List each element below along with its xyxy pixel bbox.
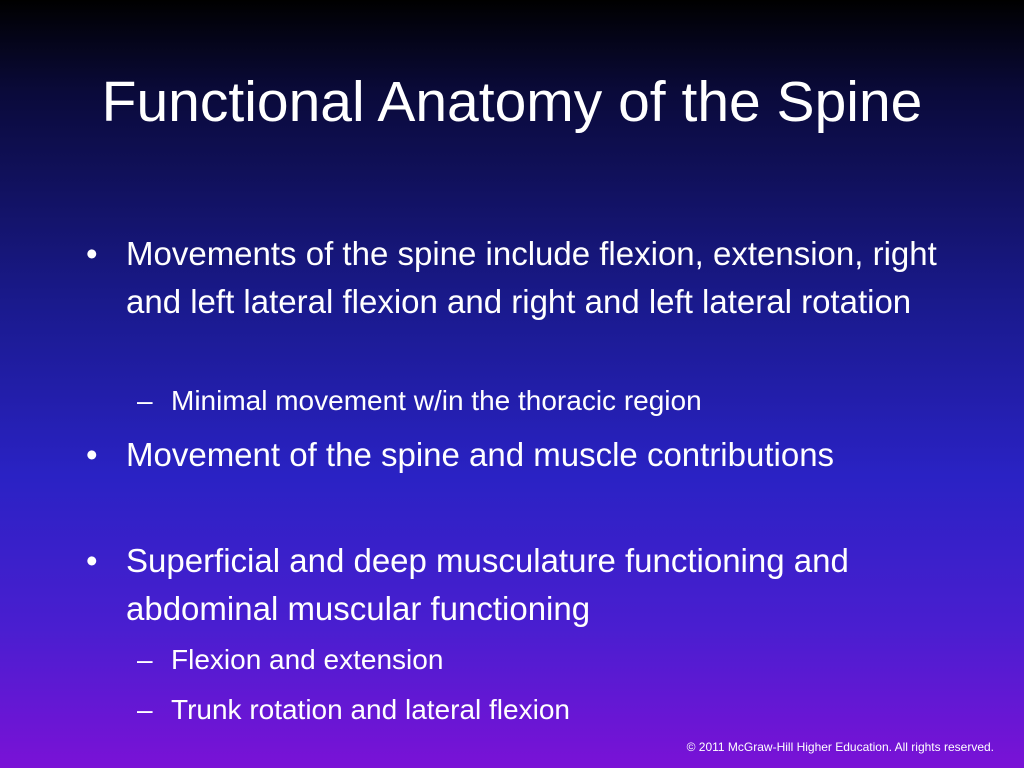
sub-bullet-item: – Trunk rotation and lateral flexion — [137, 690, 957, 730]
sub-bullet-text: Minimal movement w/in the thoracic regio… — [171, 385, 702, 416]
copyright-footer: © 2011 McGraw-Hill Higher Education. All… — [686, 740, 994, 754]
sub-bullet-marker: – — [137, 694, 153, 725]
bullet-text: Movement of the spine and muscle contrib… — [126, 436, 835, 473]
bullet-marker: • — [86, 436, 98, 473]
bullet-item: • Superficial and deep musculature funct… — [86, 537, 946, 633]
bullet-marker: • — [86, 542, 98, 579]
bullet-item: • Movements of the spine include flexion… — [86, 230, 946, 326]
sub-bullet-item: – Minimal movement w/in the thoracic reg… — [137, 381, 957, 421]
bullet-text: Movements of the spine include flexion, … — [126, 235, 937, 320]
sub-bullet-item: – Flexion and extension — [137, 640, 957, 680]
bullet-text: Superficial and deep musculature functio… — [126, 542, 849, 627]
bullet-marker: • — [86, 235, 98, 272]
sub-bullet-text: Flexion and extension — [171, 644, 444, 675]
sub-bullet-marker: – — [137, 385, 153, 416]
slide-title: Functional Anatomy of the Spine — [101, 70, 923, 134]
sub-bullet-text: Trunk rotation and lateral flexion — [171, 694, 570, 725]
sub-bullet-marker: – — [137, 644, 153, 675]
bullet-item: • Movement of the spine and muscle contr… — [86, 431, 946, 479]
